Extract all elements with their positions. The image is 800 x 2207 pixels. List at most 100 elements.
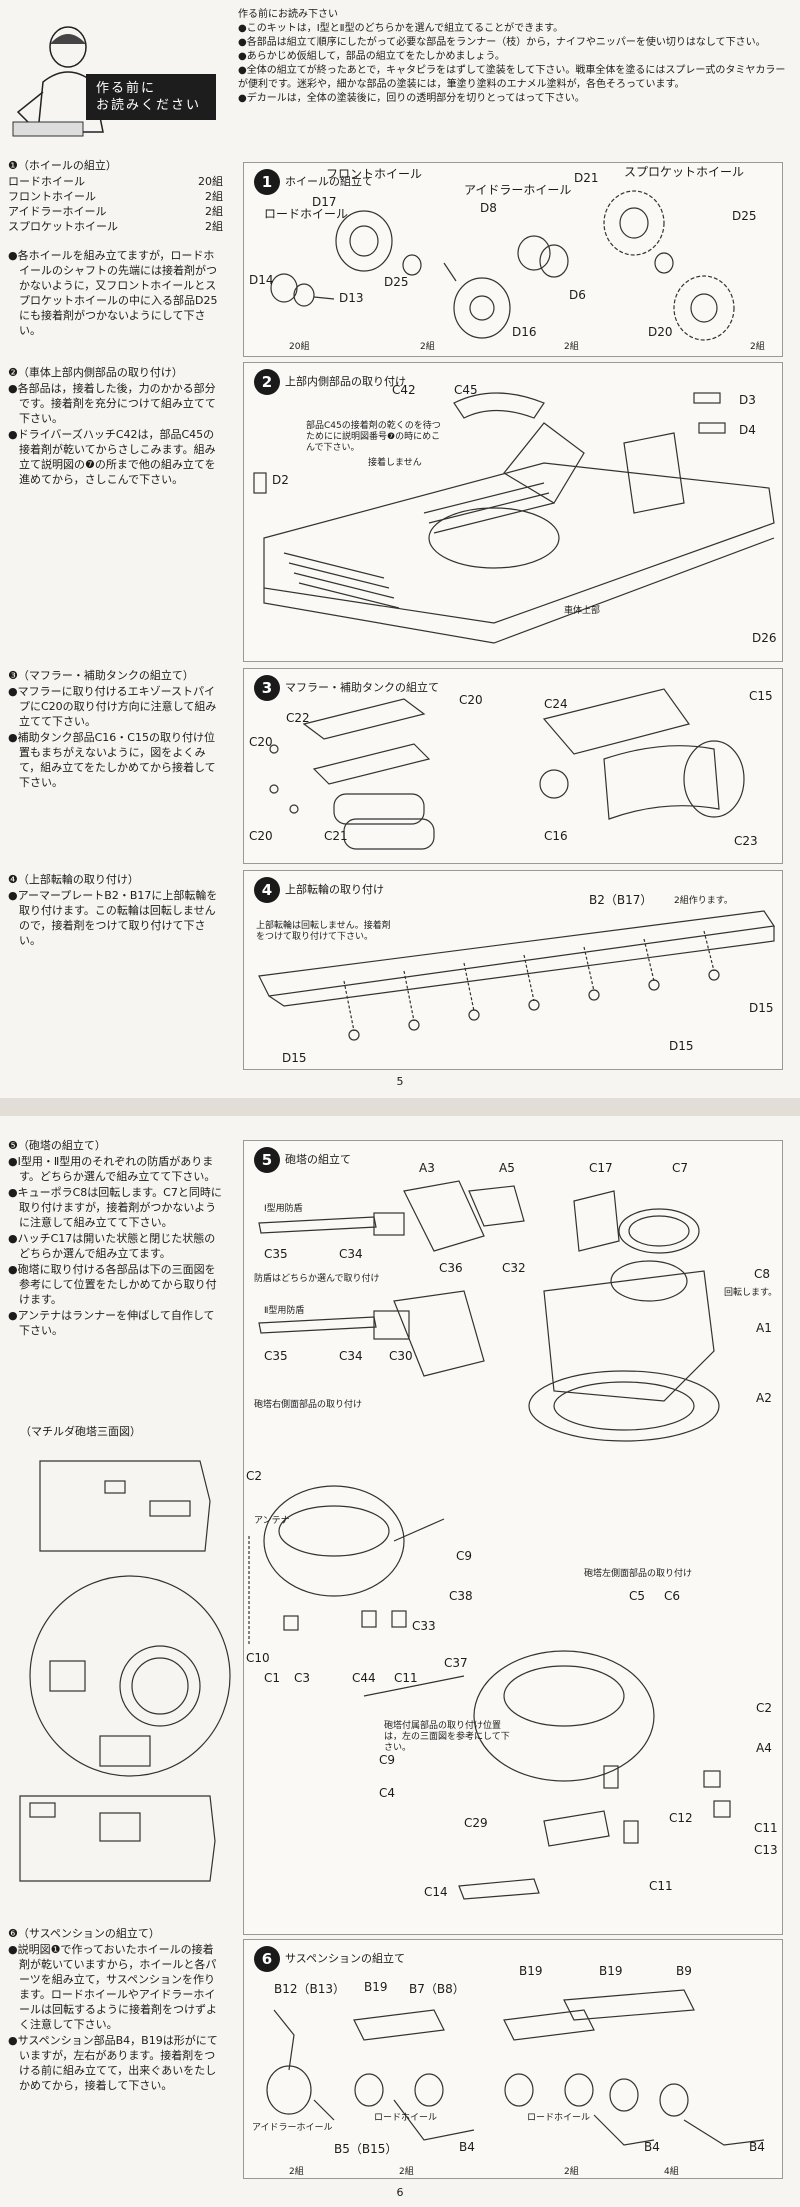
- page-divider: [0, 1098, 800, 1116]
- part-label: B4: [749, 2140, 765, 2154]
- step-4-heading: 4 上部転輪の取り付け: [254, 877, 384, 903]
- step-title: ホイールの組立て: [285, 175, 373, 188]
- part-label: C15: [749, 689, 773, 703]
- part-label: D4: [739, 423, 756, 437]
- part-label: C1: [264, 1671, 281, 1685]
- part-label: C11: [394, 1671, 418, 1685]
- section-title: ❷（車体上部内側部品の取り付け）: [8, 366, 183, 379]
- step-number: 6: [254, 1946, 280, 1972]
- part-label: A2: [756, 1391, 772, 1405]
- three-view-title: （マチルダ砲塔三面図）: [20, 1425, 141, 1438]
- intro-item: ●デカールは，全体の塗装後に，回りの透明部分を切りとってはって下さい。: [238, 93, 585, 104]
- part-label: C22: [286, 711, 310, 725]
- part-label: C12: [669, 1811, 693, 1825]
- step-number: 4: [254, 877, 280, 903]
- quantity-label: 2組: [399, 2167, 414, 2177]
- part-label: A4: [756, 1741, 772, 1755]
- part-label: D2: [272, 473, 289, 487]
- part-label: C8: [754, 1267, 771, 1281]
- section-6-text: ❻（サスペンションの組立て） ●説明図❶で作っておいたホイールの接着剤が乾いてい…: [8, 1926, 223, 2094]
- step-title: 砲塔の組立て: [285, 1153, 351, 1166]
- step-number: 1: [254, 169, 280, 195]
- part-label: アイドラーホイール: [464, 183, 572, 197]
- part-label: C33: [412, 1619, 436, 1633]
- part-label: C6: [664, 1589, 681, 1603]
- quantity-label: 2組: [564, 342, 579, 352]
- part-label: C20: [249, 735, 273, 749]
- part-label: アイドラーホイール: [252, 2123, 333, 2133]
- part-label: B5（B15）: [334, 2142, 398, 2156]
- quantity-label: 2組作ります。: [674, 896, 733, 906]
- step-number: 3: [254, 675, 280, 701]
- section-5-text: ❺（砲塔の組立て） ●Ⅰ型用・Ⅱ型用のそれぞれの防盾があります。どちらか選んで組…: [8, 1138, 223, 1339]
- part-label: C7: [672, 1161, 689, 1175]
- part-label: D15: [282, 1051, 307, 1065]
- turret-three-view-drawing: [19, 1460, 231, 1882]
- section-title: ❸（マフラー・補助タンクの組立て）: [8, 669, 194, 682]
- section-3-text: ❸（マフラー・補助タンクの組立て） ●マフラーに取り付けるエキゾーストパイプにC…: [8, 668, 223, 791]
- header-label-line2: お読みください: [96, 98, 202, 113]
- part-qty: 20組: [198, 175, 223, 188]
- part-label: C30: [389, 1349, 413, 1363]
- section-note: ●各部品は，接着した後，力のかかる部分です。接着剤を充分につけて組み立てて下さい…: [8, 382, 216, 425]
- step-1-heading: 1 ホイールの組立て: [254, 169, 373, 195]
- part-label: C9: [456, 1549, 473, 1563]
- section-note: ●補助タンク部品C16・C15の取り付け位置もまちがえないように，図をよくみて，…: [8, 731, 216, 789]
- part-label: C34: [339, 1349, 363, 1363]
- part-label: C14: [424, 1885, 448, 1899]
- armor-plate-drawing: [258, 910, 776, 1041]
- step-title: サスペンションの組立て: [285, 1952, 406, 1965]
- step-note: 上部転輪は回転しません。接着剤をつけて取り付けて下さい。: [256, 921, 391, 942]
- step-note: 砲塔右側面部品の取り付け: [254, 1400, 363, 1410]
- part-label: B7（B8）: [409, 1982, 465, 1996]
- part-name: アイドラーホイール: [8, 205, 107, 218]
- part-label: A3: [419, 1161, 435, 1175]
- page-number: 6: [396, 2186, 404, 2199]
- step-note: 部品C45の接着剤の乾くのを待つためにに説明図番号❼の時にめこんで下さい。: [306, 421, 441, 453]
- part-label: Ⅱ型用防盾: [264, 1306, 305, 1316]
- intro-item: ●全体の組立てが終ったあとで，キャタピラをはずして塗装をして下さい。戦車全体を塗…: [238, 65, 786, 90]
- step-number: 5: [254, 1147, 280, 1173]
- part-label: フロントホイール: [326, 167, 423, 181]
- header-illustration: 作る前に お読みください: [8, 22, 216, 140]
- quantity-label: 4組: [664, 2167, 679, 2177]
- part-label: ロードホイール: [264, 207, 349, 221]
- part-label: 車体上部: [564, 606, 601, 616]
- intro-item: ●このキットは，Ⅰ型とⅡ型のどちらかを選んで組立てることができます。: [238, 23, 564, 34]
- quantity-label: 20組: [289, 342, 310, 352]
- section-note: ●ドライバーズハッチC42は，部品C45の接着剤が乾いてからさしこみます。組み立…: [8, 428, 216, 486]
- header-label-line1: 作る前に: [96, 81, 157, 96]
- part-label: アンテナ: [254, 1516, 290, 1526]
- muffler-tank-drawing: [269, 688, 745, 850]
- section-note: ●アンテナはランナーを伸ばして自作して下さい。: [8, 1309, 215, 1337]
- wheel-parts-drawing: [270, 190, 735, 341]
- part-label: C44: [352, 1671, 376, 1685]
- part-label: C38: [449, 1589, 473, 1603]
- part-label: C29: [464, 1816, 488, 1830]
- step-note: 回転します。: [724, 1288, 778, 1298]
- part-label: スプロケットホイール: [624, 165, 745, 179]
- part-label: C34: [339, 1247, 363, 1261]
- instruction-page-5: 作る前に お読みください 作る前にお読み下さい ●このキットは，Ⅰ型とⅡ型のどち…: [0, 0, 800, 1098]
- header-label: 作る前に お読みください: [86, 74, 216, 120]
- hull-upper-drawing: [253, 392, 775, 644]
- section-4-text: ❹（上部転輪の取り付け） ●アーマープレートB2・B17に上部転輪を取り付けます…: [8, 872, 223, 949]
- part-label: B2（B17）: [589, 893, 653, 907]
- section-note: ●マフラーに取り付けるエキゾーストパイプにC20の取り付け方向に注意して組み立て…: [8, 685, 217, 728]
- part-label: D16: [512, 325, 537, 339]
- part-label: D20: [648, 325, 673, 339]
- part-label: B9: [676, 1964, 692, 1978]
- part-label: C13: [754, 1843, 778, 1857]
- part-label: C4: [379, 1786, 396, 1800]
- suspension-drawing: [266, 1989, 765, 2146]
- quantity-label: 2組: [564, 2167, 579, 2177]
- part-label: B19: [599, 1964, 623, 1978]
- step-number: 2: [254, 369, 280, 395]
- step-title: 上部転輪の取り付け: [285, 883, 384, 896]
- part-label: C35: [264, 1247, 288, 1261]
- part-label: D25: [732, 209, 757, 223]
